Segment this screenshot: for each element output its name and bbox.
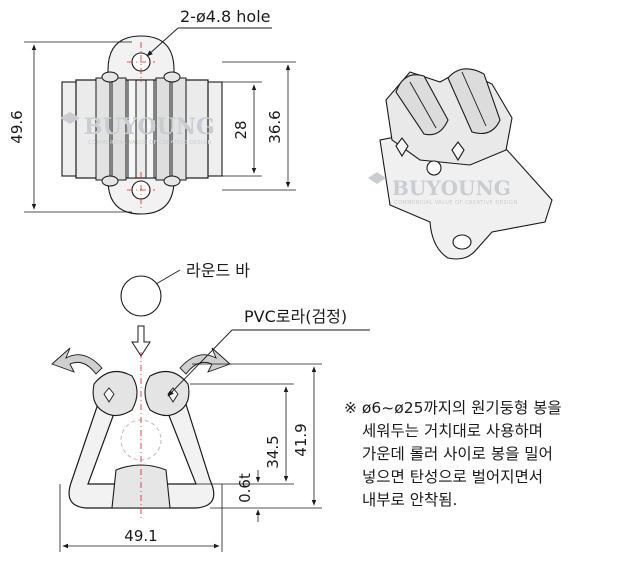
dim-height-outer-label: 49.6 (8, 110, 26, 143)
pvc-roller-label: PVC로라(검정) (244, 307, 347, 326)
top-view: 2-ø4.8 hole 49.6 28 36.6 BUYOUNG COMMERC… (8, 7, 296, 215)
watermark-slogan-iso: COMMERCIAL VALUE OF CREATIVE DESIGN (394, 200, 518, 206)
watermark-brand-top: BUYOUNG (84, 114, 215, 140)
round-bar-label: 라운드 바 (186, 261, 250, 280)
note-line-2: 세워두는 거치대로 사용하며 (362, 422, 543, 440)
usage-note: ※ ø6~ø25까지의 원기둥형 봉을 세워두는 거치대로 사용하며 가운데 롤… (344, 397, 636, 512)
iso-mount-hole (452, 234, 472, 250)
watermark-slogan-top: COMMERCIAL VALUE OF CREATIVE DESIGN (88, 140, 212, 146)
note-line-1: ※ ø6~ø25까지의 원기둥형 봉을 (344, 399, 562, 417)
spread-arrow-right (179, 347, 231, 375)
dim-inner-height-label: 34.5 (264, 435, 282, 468)
iso-roller-right (447, 68, 501, 135)
dim-width (59, 484, 223, 552)
dim-inner-height (190, 383, 294, 485)
dim-roller-length-label: 28 (232, 120, 250, 139)
roller-nubs (101, 71, 181, 187)
rollers (95, 77, 187, 181)
iso-pin-left (395, 137, 409, 158)
dim-thickness-label: 0.6t (236, 473, 254, 503)
dim-height-outer (24, 41, 132, 213)
iso-roller-left (395, 74, 449, 136)
iso-view: BUYOUNG COMMERCIAL VALUE OF CREATIVE DES… (368, 68, 553, 260)
watermark-top: BUYOUNG COMMERCIAL VALUE OF CREATIVE DES… (60, 112, 215, 146)
hole-label: 2-ø4.8 hole (180, 7, 271, 26)
iso-pin-right (451, 141, 465, 162)
watermark-iso: BUYOUNG COMMERCIAL VALUE OF CREATIVE DES… (368, 172, 518, 206)
front-roller-right (144, 370, 190, 417)
watermark-brand-iso: BUYOUNG (392, 176, 511, 200)
dim-hole-pitch (222, 61, 296, 191)
note-line-3: 가운데 롤러 사이로 봉을 밀어 (362, 445, 553, 463)
front-roller-left (92, 370, 138, 417)
note-line-5: 내부로 안착됨. (362, 491, 458, 509)
round-bar (120, 275, 162, 317)
front-view: 라운드 바 PVC로라(검정) 41.9 (51, 261, 370, 552)
dim-overall-height (192, 363, 322, 509)
note-line-4: 넣으면 탄성으로 벌어지면서 (362, 468, 543, 486)
dim-overall-height-label: 41.9 (292, 423, 310, 456)
spread-arrow-left (51, 347, 103, 375)
insert-arrow (131, 325, 151, 357)
dim-hole-pitch-label: 36.6 (266, 110, 284, 143)
dim-roller-length (222, 81, 262, 177)
dim-width-label: 49.1 (124, 527, 157, 545)
center-lines (127, 42, 155, 210)
